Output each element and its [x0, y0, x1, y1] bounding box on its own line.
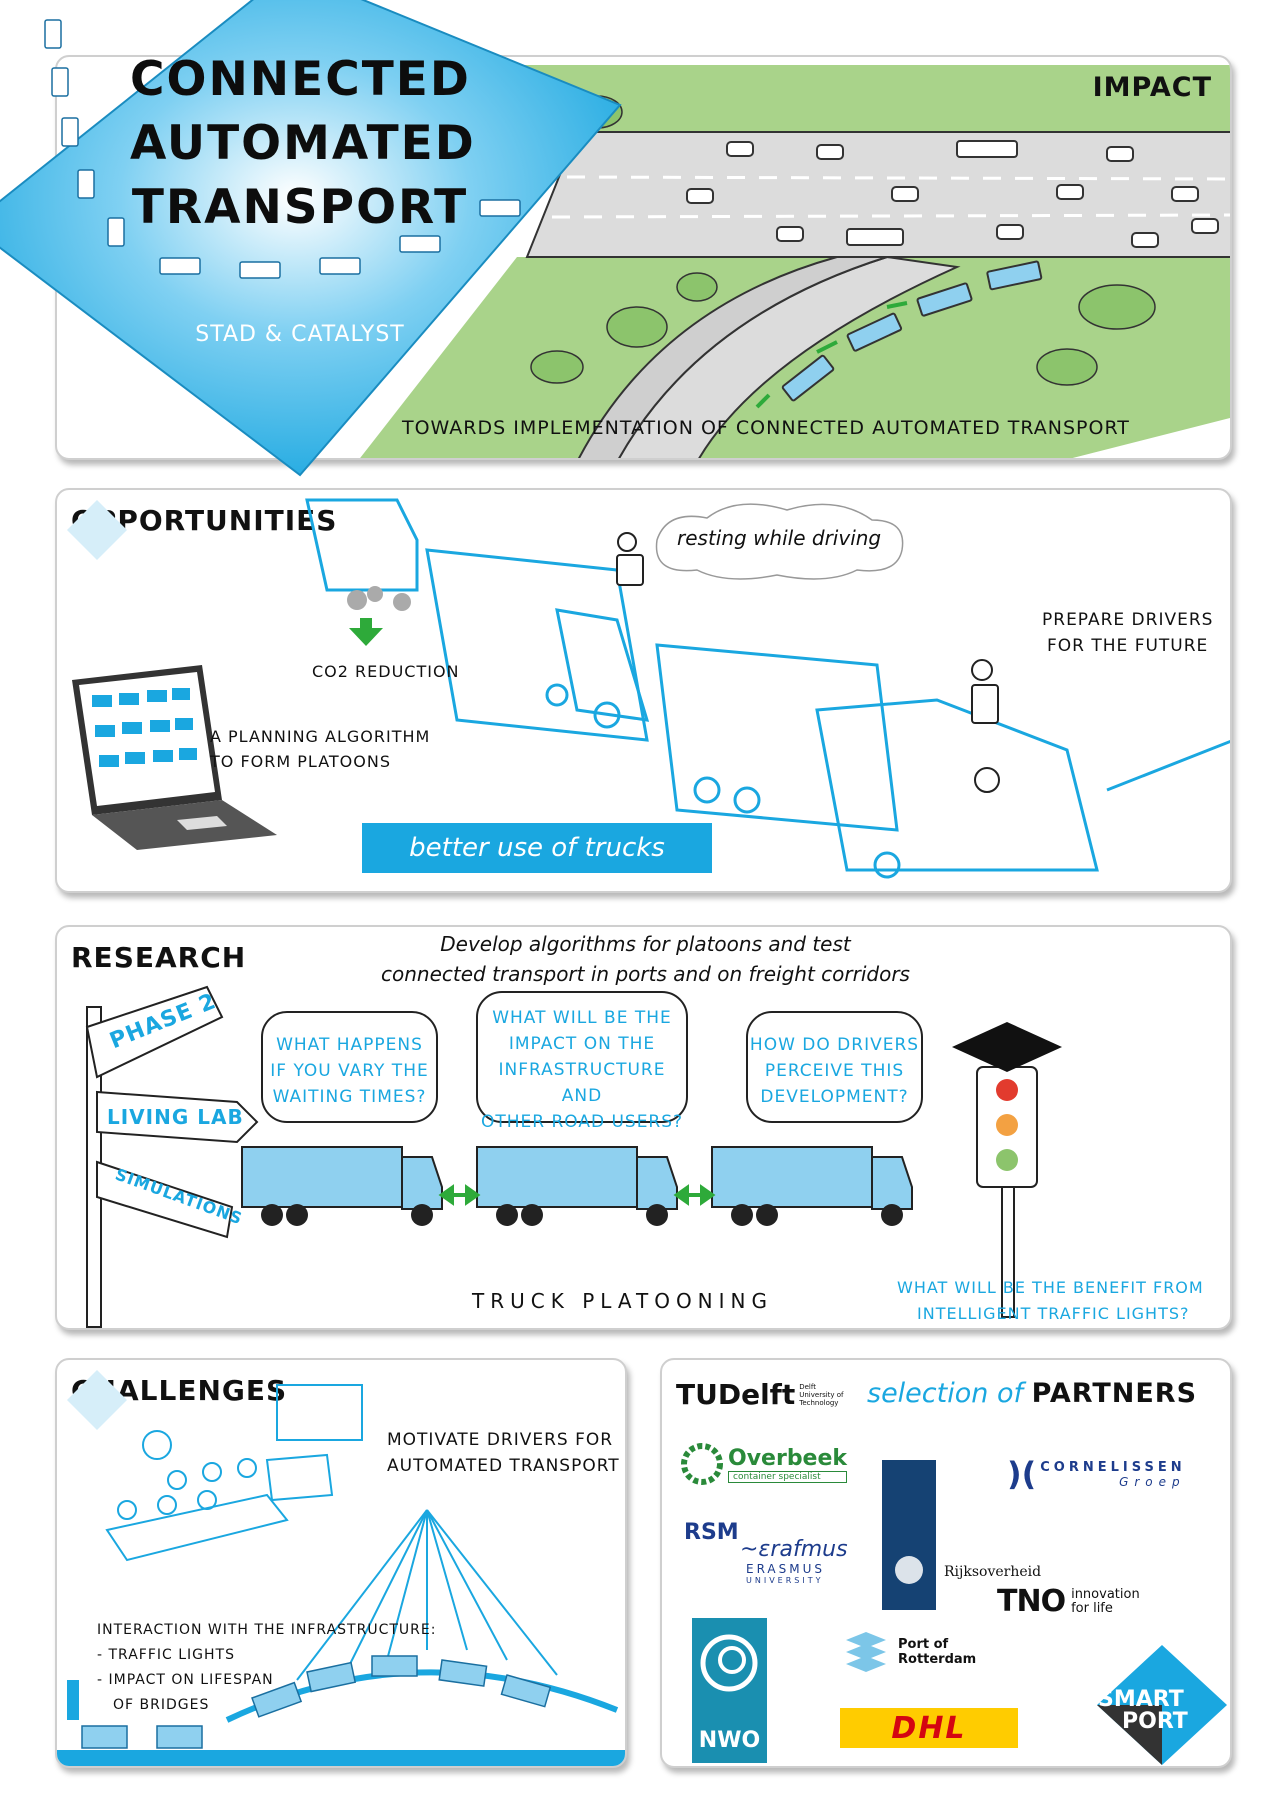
smartport-logo: SMART PORT [1092, 1645, 1227, 1765]
tno-sub1: innovation [1071, 1586, 1140, 1602]
research-illustration [85, 985, 1062, 1328]
q1-line2: IF YOU VARY THE [270, 1061, 429, 1081]
prepare-drivers-line2: FOR THE FUTURE [1047, 636, 1209, 656]
rsm-text: RSM [684, 1520, 739, 1545]
rsm-erasmus-logo: RSM ~ɛrafmus ERASMUS UNIVERSITY [684, 1520, 848, 1585]
better-use-banner: better use of trucks [362, 823, 712, 873]
nwo-logo: NWO [692, 1618, 767, 1763]
partners-heading-a: selection of [867, 1378, 1023, 1409]
main-subtitle: STAD & CATALYST [195, 322, 405, 347]
overbeek-logo: Overbeek container specialist [680, 1442, 848, 1486]
trucks-illustration [67, 498, 1230, 879]
tudelft-small-3: Technology [799, 1398, 839, 1407]
interaction-line1: INTERACTION WITH THE INFRASTRUCTURE: [97, 1622, 437, 1638]
dhl-text: DHL [891, 1710, 967, 1746]
prepare-drivers-line1: PREPARE DRIVERS [1042, 610, 1214, 630]
research-heading-line1: Develop algorithms for platoons and test [440, 932, 851, 956]
port-line1: Port of [898, 1637, 949, 1652]
interaction-line2: - TRAFFIC LIGHTS [97, 1647, 235, 1663]
tudelft-small: Delft University of Technology [799, 1383, 843, 1407]
dhl-logo: DHL [840, 1708, 1018, 1748]
cornelissen-name: CORNELISSEN [1040, 1459, 1186, 1475]
cornelissen-sub: Groep [1119, 1474, 1186, 1489]
partners-panel: selection of PARTNERS TUDelft Delft Univ… [660, 1358, 1232, 1768]
research-panel: RESEARCH Develop algorithms for platoons… [55, 925, 1232, 1330]
question-3: HOW DO DRIVERS PERCEIVE THIS DEVELOPMENT… [747, 1032, 922, 1110]
better-use-text: better use of trucks [409, 833, 665, 863]
q3-line3: DEVELOPMENT? [760, 1087, 909, 1107]
research-title: RESEARCH [71, 941, 247, 974]
interaction-line4: OF BRIDGES [113, 1697, 210, 1713]
cornelissen-logo: )( CORNELISSEN Groep [1007, 1455, 1186, 1493]
challenges-panel: CHALLENGES [55, 1358, 627, 1768]
tudelft-small-2: University of [799, 1390, 844, 1399]
partners-heading-b: PARTNERS [1031, 1378, 1198, 1409]
smartport-line1: SMART [1098, 1687, 1184, 1712]
tudelft-logo: TUDelft Delft University of Technology [676, 1378, 844, 1411]
overbeek-text-block: Overbeek container specialist [728, 1445, 848, 1483]
planning-line1: A PLANNING ALGORITHM [210, 727, 431, 746]
question-2: WHAT WILL BE THE IMPACT ON THE INFRASTRU… [477, 1005, 687, 1135]
cornelissen-mark-icon: )( [1007, 1455, 1037, 1493]
opportunities-panel: OPPORTUNITIES [55, 488, 1232, 893]
port-rotterdam-logo: Port of Rotterdam [842, 1628, 976, 1676]
q3-line1: HOW DO DRIVERS [749, 1035, 920, 1055]
research-heading-line2: connected transport in ports and on frei… [381, 962, 910, 986]
overbeek-name: Overbeek [728, 1445, 848, 1471]
port-text-block: Port of Rotterdam [898, 1637, 976, 1667]
port-line2: Rotterdam [898, 1652, 977, 1667]
erasmus-sub: UNIVERSITY [746, 1576, 824, 1585]
tno-text: TNO [997, 1584, 1066, 1619]
motivate-line1: MOTIVATE DRIVERS FOR [387, 1430, 614, 1450]
impact-title: IMPACT [1092, 72, 1212, 103]
challenges-illustration [57, 1370, 625, 1766]
q2-line1: WHAT WILL BE THE [492, 1008, 672, 1028]
cornelissen-text-block: CORNELISSEN Groep [1040, 1460, 1185, 1489]
rijksoverheid-text: Rijksoverheid [944, 1564, 1042, 1580]
tudelft-text: TUDelft [676, 1378, 796, 1411]
q2-line3: INFRASTRUCTURE AND [498, 1060, 666, 1106]
q3-line2: PERCEIVE THIS [764, 1061, 905, 1081]
erasmus-signature: ~ɛrafmus [740, 1537, 848, 1562]
question-1: WHAT HAPPENS IF YOU VARY THE WAITING TIM… [262, 1032, 437, 1110]
partners-heading: selection of PARTNERS [867, 1378, 1197, 1409]
main-title-line3: TRANSPORT [131, 180, 469, 235]
lights-question-line2: INTELLIGENT TRAFFIC LIGHTS? [917, 1304, 1190, 1323]
q1-line1: WHAT HAPPENS [276, 1035, 423, 1055]
truck-platooning-label: TRUCK PLATOONING [472, 1289, 773, 1313]
sign-living-lab: LIVING LAB [107, 1105, 244, 1129]
tno-sub2: for life [1071, 1600, 1113, 1616]
tudelft-small-1: Delft [799, 1382, 816, 1391]
smartport-line2: PORT [1122, 1709, 1188, 1734]
overbeek-sub: container specialist [728, 1470, 848, 1483]
nwo-swirl-icon [700, 1634, 758, 1692]
co2-reduction: CO2 REDUCTION [312, 662, 460, 681]
q1-line3: WAITING TIMES? [272, 1087, 427, 1107]
impact-caption: TOWARDS IMPLEMENTATION OF CONNECTED AUTO… [402, 417, 1130, 439]
q2-line4: OTHER ROAD USERS? [480, 1112, 684, 1132]
tno-sub-block: innovation for life [1071, 1586, 1140, 1616]
rijksoverheid-banner-icon [882, 1460, 936, 1610]
lights-question-line1: WHAT WILL BE THE BENEFIT FROM [897, 1278, 1204, 1297]
cloud-text: resting while driving [677, 526, 882, 550]
motivate-line2: AUTOMATED TRANSPORT [387, 1456, 620, 1476]
rijksoverheid-logo: Rijksoverheid [882, 1460, 1041, 1614]
erasmus-text: ERASMUS [746, 1562, 826, 1576]
main-title-line2: AUTOMATED [130, 116, 476, 171]
tno-logo: TNO innovation for life [997, 1584, 1140, 1619]
nwo-text: NWO [698, 1728, 761, 1753]
q2-line2: IMPACT ON THE [508, 1034, 656, 1054]
main-title-line1: CONNECTED [130, 52, 471, 107]
planning-line2: TO FORM PLATOONS [210, 752, 391, 771]
interaction-line3: - IMPACT ON LIFESPAN [97, 1672, 274, 1688]
smartport-diamond-icon [1097, 1645, 1227, 1765]
port-rotterdam-waves-icon [846, 1632, 886, 1672]
overbeek-emblem-icon [681, 1443, 723, 1485]
